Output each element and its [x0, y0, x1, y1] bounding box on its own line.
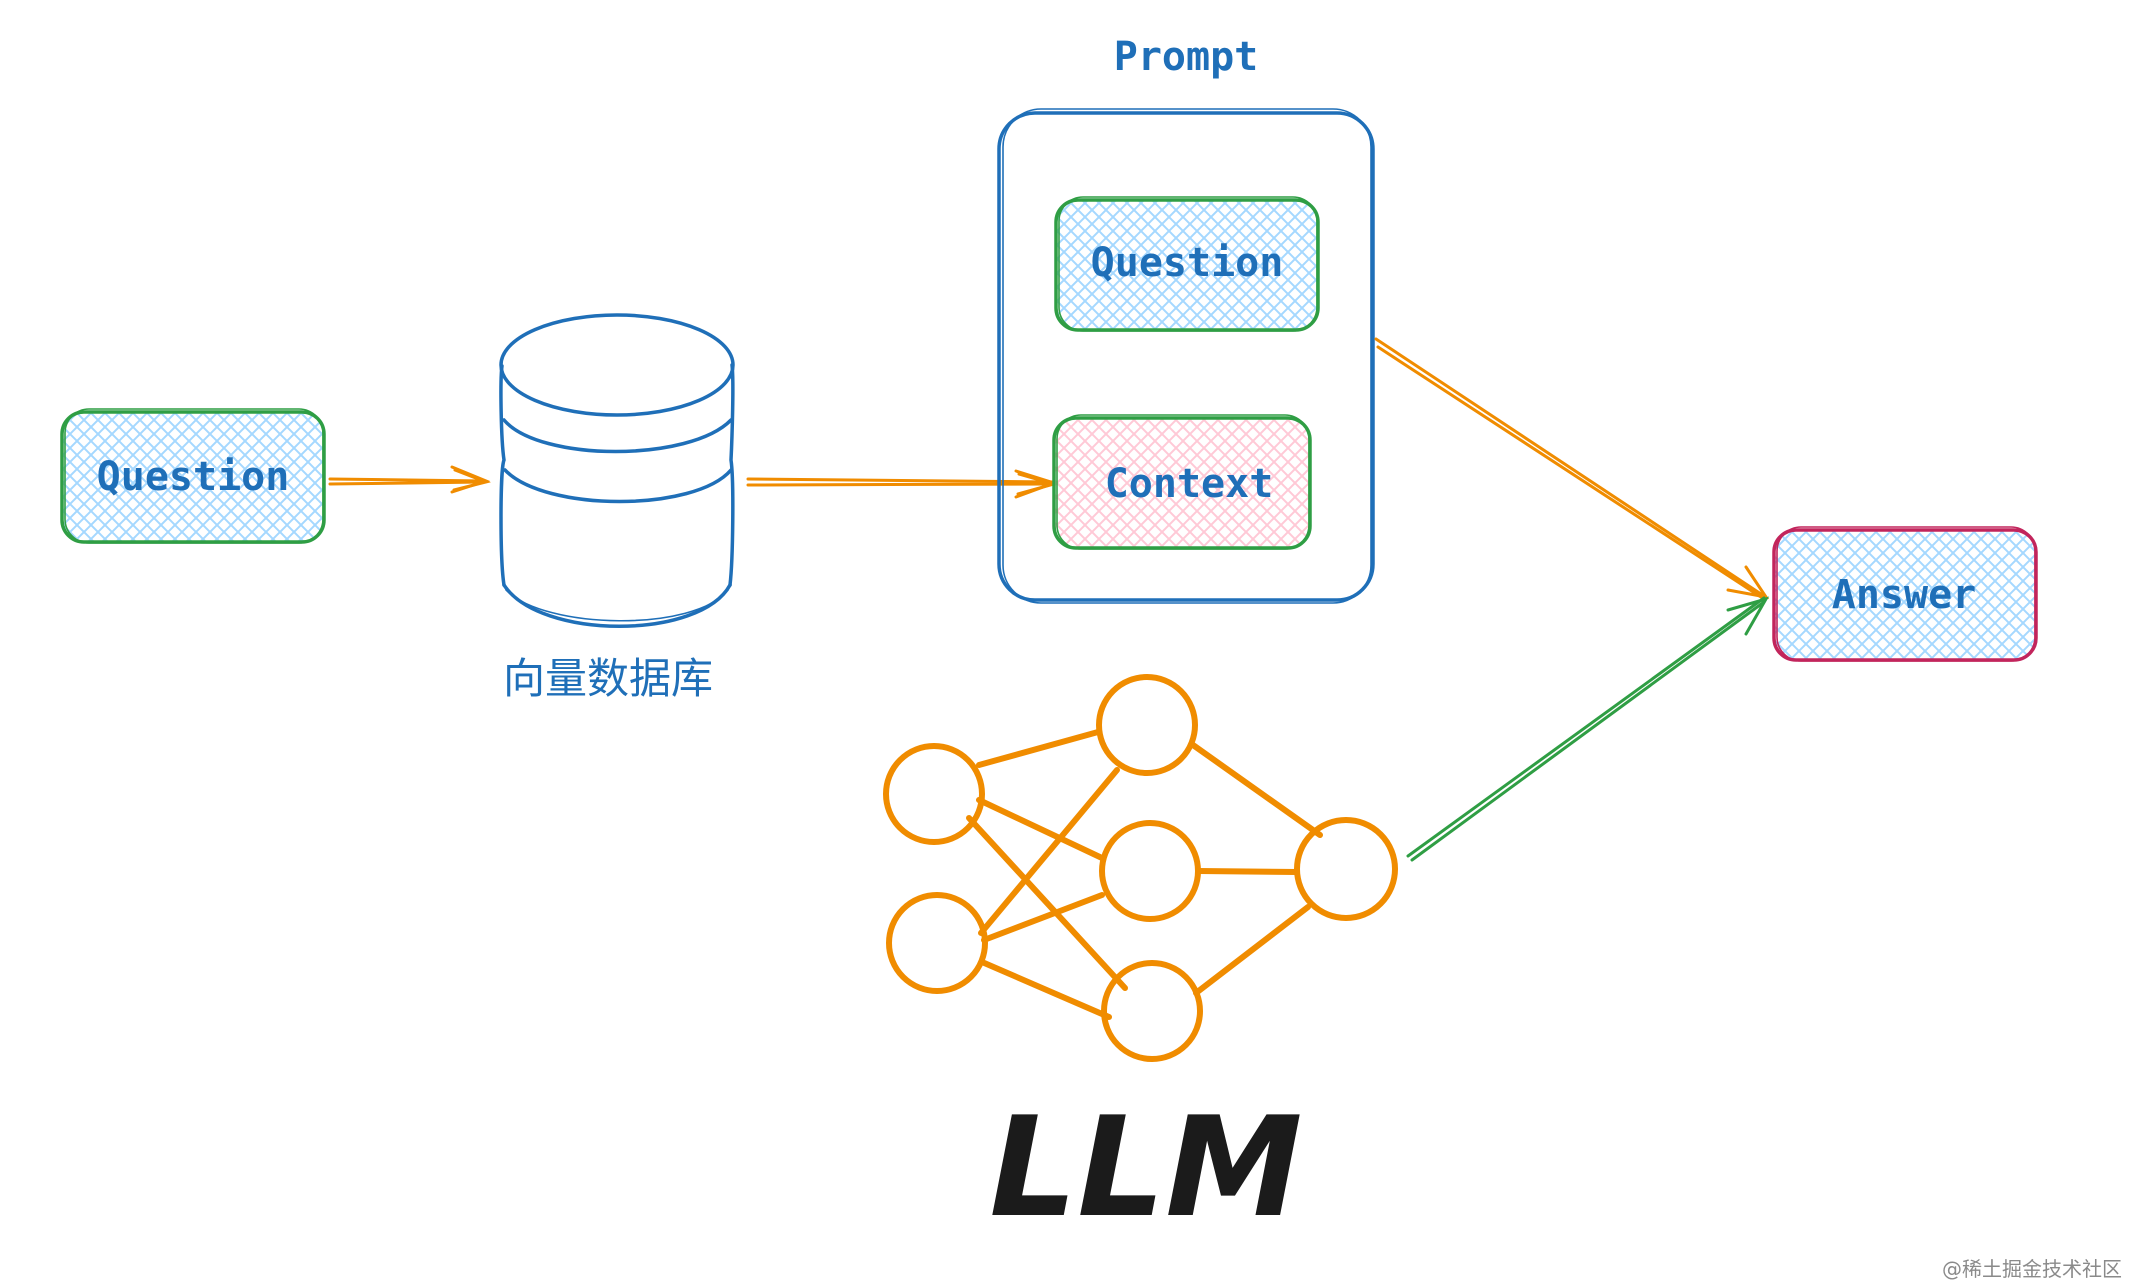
watermark-label: @稀土掘金技术社区	[1942, 1257, 2122, 1281]
arrow-db-to-context	[746, 469, 1060, 499]
answer-label: Answer	[1832, 572, 1977, 618]
neural-network-icon	[883, 674, 1398, 1062]
arrow-question-to-db	[328, 465, 491, 494]
prompt-context-label: Context	[1105, 461, 1274, 507]
prompt-question-box: Question	[1054, 196, 1320, 332]
prompt-context-box: Context	[1052, 414, 1312, 550]
prompt-title: Prompt	[1114, 34, 1259, 80]
input-question-box: Question	[60, 408, 326, 544]
vector-db-label: 向量数据库	[503, 654, 713, 703]
prompt-container	[997, 108, 1375, 604]
prompt-question-label: Question	[1091, 240, 1284, 286]
answer-box: Answer	[1772, 526, 2038, 662]
arrow-prompt-to-answer	[1374, 337, 1770, 601]
input-question-label: Question	[97, 454, 290, 500]
llm-label: LLM	[989, 1087, 1302, 1248]
cylinder-database-icon	[499, 313, 735, 628]
arrow-llm-to-answer	[1406, 596, 1770, 862]
